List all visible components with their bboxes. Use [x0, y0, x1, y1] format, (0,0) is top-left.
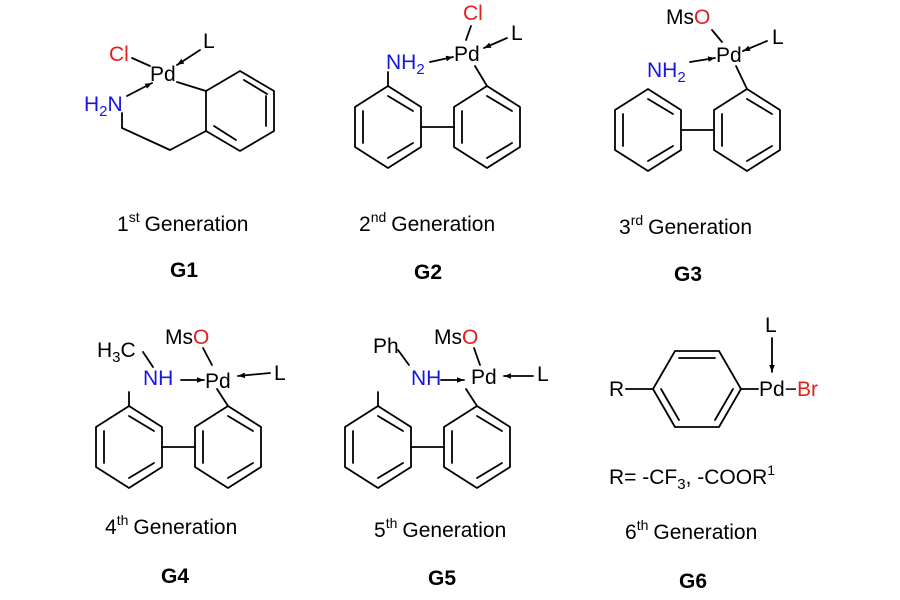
g1-amine-label: H2N — [84, 93, 123, 120]
g4-ligand-arrow — [237, 372, 271, 379]
g4-label: G4 — [161, 565, 189, 588]
g6-r-label: R — [609, 378, 624, 401]
g4-pd-carbon-bond — [216, 388, 229, 407]
g6-benzene-ring — [652, 350, 742, 428]
g2-label: G2 — [414, 261, 442, 284]
g1-benzene-ring — [205, 70, 275, 152]
g5-palladium-label: Pd — [471, 366, 497, 389]
g1-palladium-label: Pd — [150, 63, 176, 86]
g5-ligand-label: L — [537, 363, 549, 386]
g2-left-ring — [354, 85, 422, 169]
g1-ligand-arrow — [176, 49, 201, 66]
g1-cl-pd-bond — [131, 57, 151, 67]
g4-right-ring — [194, 405, 262, 489]
g3-amine-arrow — [689, 56, 716, 63]
g1-ligand-label: L — [203, 30, 215, 53]
g3-ligand-arrow — [742, 40, 768, 52]
g5-phenyl-bond — [397, 349, 410, 366]
g4-mesylate-label: MsO — [165, 326, 209, 349]
g3-pd-carbon-bond — [735, 65, 748, 90]
g2-palladium-label: Pd — [454, 43, 480, 66]
g2-chlorine-label: Cl — [463, 2, 483, 25]
g2-right-ring — [453, 85, 521, 169]
g1-label: G1 — [170, 259, 198, 282]
g5-phenyl-label: Ph — [373, 335, 399, 358]
g2-ligand-label: L — [511, 22, 523, 45]
g2-ligand-arrow — [483, 37, 508, 49]
g1-amine-arrow — [126, 82, 153, 97]
g4-amine-label: NH — [143, 367, 173, 390]
g2-amine-label: NH2 — [386, 51, 425, 78]
g5-o-pd-bond — [473, 347, 481, 366]
g5-label: G5 — [428, 567, 456, 590]
g1-chlorine-label: Cl — [109, 43, 129, 66]
g6-ligand-label: L — [765, 314, 777, 337]
g3-left-ring — [614, 88, 682, 172]
g3-o-pd-bond — [711, 29, 723, 43]
g4-palladium-label: Pd — [205, 370, 231, 393]
g6-label: G6 — [679, 570, 707, 593]
g4-left-ring — [95, 405, 163, 489]
g6-substituent-definition: R= -CF3, -COOR1 — [609, 462, 775, 493]
g5-right-ring — [443, 405, 511, 489]
g1-ethyl-chain — [169, 130, 207, 151]
g5-mesylate-label: MsO — [434, 326, 478, 349]
g1-pd-carbon-bond — [176, 81, 207, 92]
g3-palladium-label: Pd — [716, 44, 742, 67]
g4-o-pd-bond — [202, 347, 213, 366]
g2-pd-carbon-bond — [474, 65, 488, 87]
g4-methyl-bond — [142, 351, 154, 368]
g6-palladium-bromide-label: Pd−Br — [759, 378, 818, 401]
g3-amine-label: NH2 — [647, 59, 686, 86]
g4-methyl-label: H3C — [97, 339, 136, 366]
g3-mesylate-label: MsO — [666, 6, 710, 29]
g5-amine-label: NH — [411, 367, 441, 390]
g5-left-ring — [344, 405, 412, 489]
g5-pd-carbon-bond — [465, 388, 478, 407]
g2-amine-arrow — [429, 55, 454, 63]
g3-ligand-label: L — [772, 26, 784, 49]
g3-right-ring — [713, 88, 781, 172]
g4-ligand-label: L — [274, 362, 286, 385]
g3-label: G3 — [674, 263, 702, 286]
